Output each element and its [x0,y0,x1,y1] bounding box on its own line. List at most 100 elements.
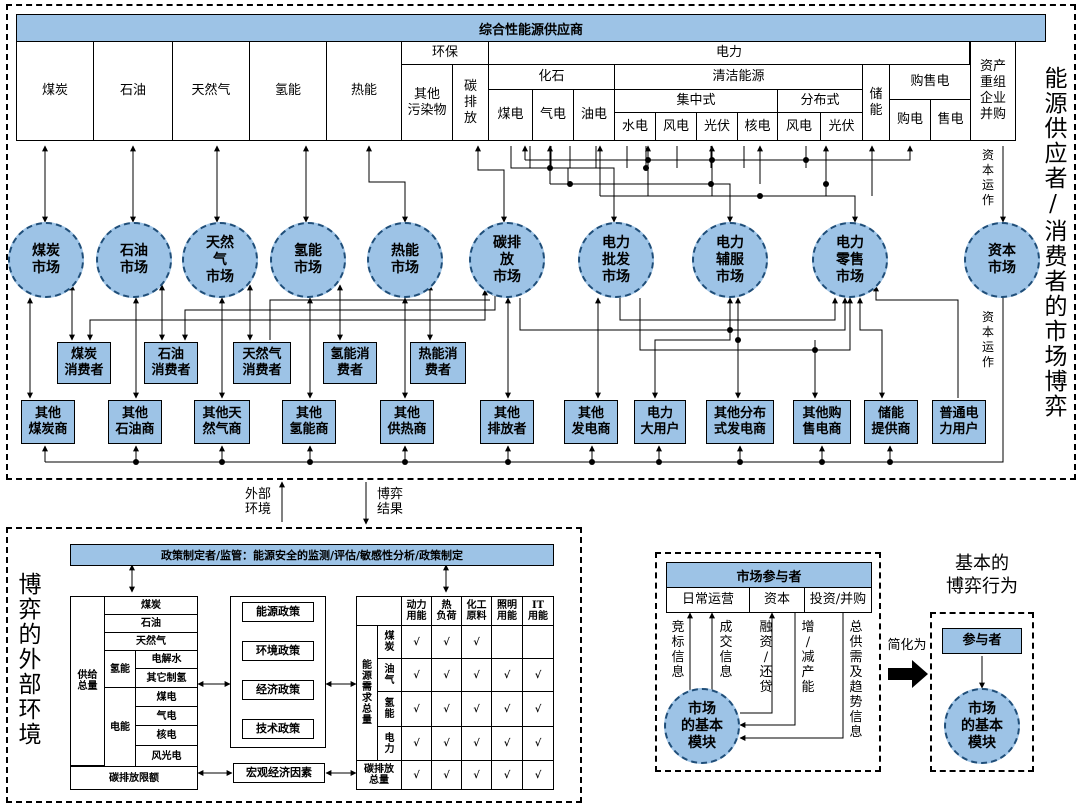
external-env-frame [6,527,582,803]
supplier-pv: 光伏 [696,112,738,141]
supplier-gas: 天然气 [172,41,250,141]
capital-op-top: 资 本 运 作 [981,148,994,207]
supply-carbon-limit: 碳排放限额 [70,766,198,790]
supplier-power: 电力 [488,41,970,65]
basic-participant: 参与者 [942,628,1022,654]
demand-cell: √ [522,658,554,692]
demand-cell: √ [461,691,492,727]
demand-row-power: 电 力 [377,726,402,761]
supply-nuclear: 核电 [135,725,198,746]
policy-header: 政策制定者/监管：能源安全的监测/评估/敏感性分析/政策制定 [70,544,554,566]
market-power-retail: 电力 零售 市场 [812,222,888,298]
demand-cell: √ [522,760,554,790]
demand-cell: √ [522,691,554,727]
macro-economy: 宏观经济因素 [233,763,325,783]
policy-technology: 技术政策 [242,719,314,739]
supplier-clean: 清洁能源 [614,64,863,90]
demand-cell: √ [431,726,462,761]
supply-wind-solar: 风光电 [135,745,198,767]
demand-cell: √ [401,726,432,761]
supplier-central: 集中式 [614,89,778,113]
demand-cell: √ [401,691,432,727]
demand-row-coal: 煤 炭 [377,625,402,659]
participant-title: 市场参与者 [666,562,872,588]
external-env-label: 外部 环境 [244,487,271,517]
supplier-oil-power: 油电 [573,89,615,141]
supplier-coal-power: 煤电 [488,89,533,141]
demand-cell: √ [491,760,523,790]
demand-cell: √ [401,658,432,692]
supply-coal-power: 煤电 [135,687,198,707]
supplier-trade: 购售电 [889,64,971,100]
demand-total: 能 源 需 求 总 量 [356,625,378,761]
demand-cell: √ [461,625,492,659]
demand-cell: √ [461,658,492,692]
storage-provider: 储能 提供商 [864,400,918,444]
supply-electricity: 电能 [104,687,136,767]
participant-daily: 日常运营 [666,587,750,613]
basic-market-module: 市场 的基本 模块 [944,688,1020,764]
other-emitter: 其他 排放者 [480,400,534,444]
demand-cell: √ [401,760,432,790]
game-result-label: 博弈 结果 [376,487,403,517]
demand-cell: √ [491,726,523,761]
capacity-info: 增 / 减 产 能 [801,620,815,695]
supply-gas-power: 气电 [135,706,198,726]
supplier-gas-power: 气电 [532,89,574,141]
supplier-buy: 购电 [889,99,931,141]
other-gas: 其他天 然气商 [194,400,250,444]
other-coal: 其他 煤炭商 [21,400,75,444]
capital-op-bottom: 资 本 运 作 [981,310,994,369]
policy-economic: 经济政策 [242,680,314,700]
demand-cell: √ [401,625,432,659]
right-title: 能源供应者/消费者的市场博弈 [1040,66,1066,419]
supplier-dist-wind: 风电 [777,112,821,141]
policy-frame [230,596,326,748]
policy-energy: 能源政策 [242,602,314,622]
demand-cell: √ [491,691,523,727]
demand-col-it: IT 用能 [522,596,554,626]
demand-row-oilgas: 油 气 [377,658,402,692]
demand-col-light: 照明 用能 [491,596,523,626]
supplier-sell: 售电 [930,99,971,141]
demand-cell: √ [431,691,462,727]
supplier-dist-pv: 光伏 [820,112,863,141]
demand-cell: √ [431,625,462,659]
policy-environment: 环境政策 [242,641,314,661]
supply-hydrogen: 氢能 [104,650,136,688]
supplier-nuclear: 核电 [737,112,778,141]
supplier-hydro: 水电 [614,112,656,141]
ordinary-power-user: 普通电 力用户 [932,400,986,444]
consumer-gas: 天然气 消费者 [233,342,291,384]
supplier-title: 综合性能源供应商 [16,14,1046,42]
left-title: 博弈的外部环境 [14,572,40,747]
demand-cell: √ [461,760,492,790]
market-power-ancillary: 电力 辅服 市场 [692,222,768,298]
large-power-user: 电力 大用户 [634,400,686,444]
consumer-hydrogen: 氢能消 费者 [323,342,377,384]
other-heat: 其他 供热商 [380,400,434,444]
supply-gas: 天然气 [104,632,198,651]
participant-capital: 资本 [749,587,805,613]
supplier-coal: 煤炭 [16,41,94,141]
other-oil: 其他 石油商 [108,400,162,444]
market-power-wholesale: 电力 批发 市场 [578,222,654,298]
other-distributed-generator: 其他分布 式发电商 [706,400,774,444]
market-oil: 石油 市场 [96,222,172,298]
deal-info: 成 交 信 息 [719,620,733,680]
supplier-storage: 储 能 [862,64,890,141]
supplier-env: 环保 [401,41,489,65]
market-gas: 天然 气 市场 [182,222,258,298]
participant-frame [655,552,881,772]
demand-cell [522,625,554,659]
demand-cell: √ [431,760,462,790]
demand-cell: √ [491,658,523,692]
supplier-distributed: 分布式 [777,89,863,113]
supply-oil: 石油 [104,614,198,633]
supplier-oil: 石油 [93,41,173,141]
demand-cell: √ [461,726,492,761]
supplier-asset: 资产 重组 企业 并购 [970,41,1016,141]
other-hydrogen: 其他 氢能商 [282,400,336,444]
basic-game-title: 基本的 博弈行为 [946,553,1018,597]
